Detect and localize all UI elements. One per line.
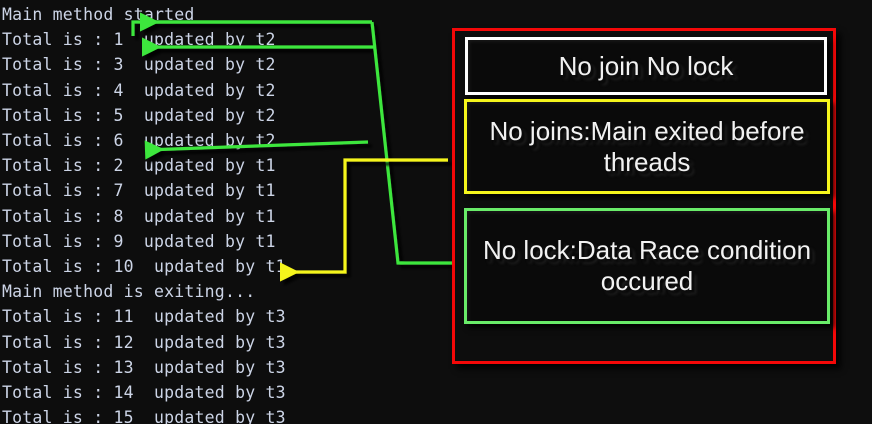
- console-line: Total is : 3 updated by t2: [2, 55, 276, 75]
- callout-no-lock-data-race-label: No lock:Data Race condition occured: [482, 235, 812, 296]
- console-line: Total is : 5 updated by t2: [2, 105, 276, 125]
- console-line: Total is : 4 updated by t2: [2, 80, 276, 100]
- console-line: Total is : 13 updated by t3: [2, 357, 286, 377]
- console-line: Main method started: [2, 5, 195, 24]
- annotation-outer-box: No join No lock No joins:Main exited bef…: [452, 28, 836, 364]
- console-line: Main method is exiting...: [2, 282, 256, 302]
- callout-no-join-no-lock-label: No join No lock: [558, 50, 734, 81]
- console-line: Total is : 7 updated by t1: [2, 181, 276, 201]
- console-line: Total is : 2 updated by t1: [2, 156, 276, 176]
- callout-no-joins-main-exited: No joins:Main exited before threads: [464, 99, 830, 194]
- callout-no-lock-data-race: No lock:Data Race condition occured: [464, 208, 830, 324]
- console-line: Total is : 8 updated by t1: [2, 206, 276, 226]
- console-line: Total is : 15 updated by t3: [2, 408, 286, 424]
- console-line: Total is : 14 updated by t3: [2, 383, 286, 403]
- console-line: Total is : 12 updated by t3: [2, 332, 286, 352]
- console-line: Total is : 11 updated by t3: [2, 307, 286, 327]
- callout-no-join-no-lock: No join No lock: [465, 37, 827, 95]
- console-line: Total is : 1 updated by t2: [2, 30, 276, 50]
- console-line: Total is : 6 updated by t2: [2, 131, 276, 151]
- console-line: Total is : 10 updated by t1: [2, 257, 286, 277]
- console-line: Total is : 9 updated by t1: [2, 231, 276, 251]
- console-output-pane: Main method started Total is : 1 updated…: [2, 5, 286, 424]
- callout-no-joins-main-exited-label: No joins:Main exited before threads: [489, 115, 805, 177]
